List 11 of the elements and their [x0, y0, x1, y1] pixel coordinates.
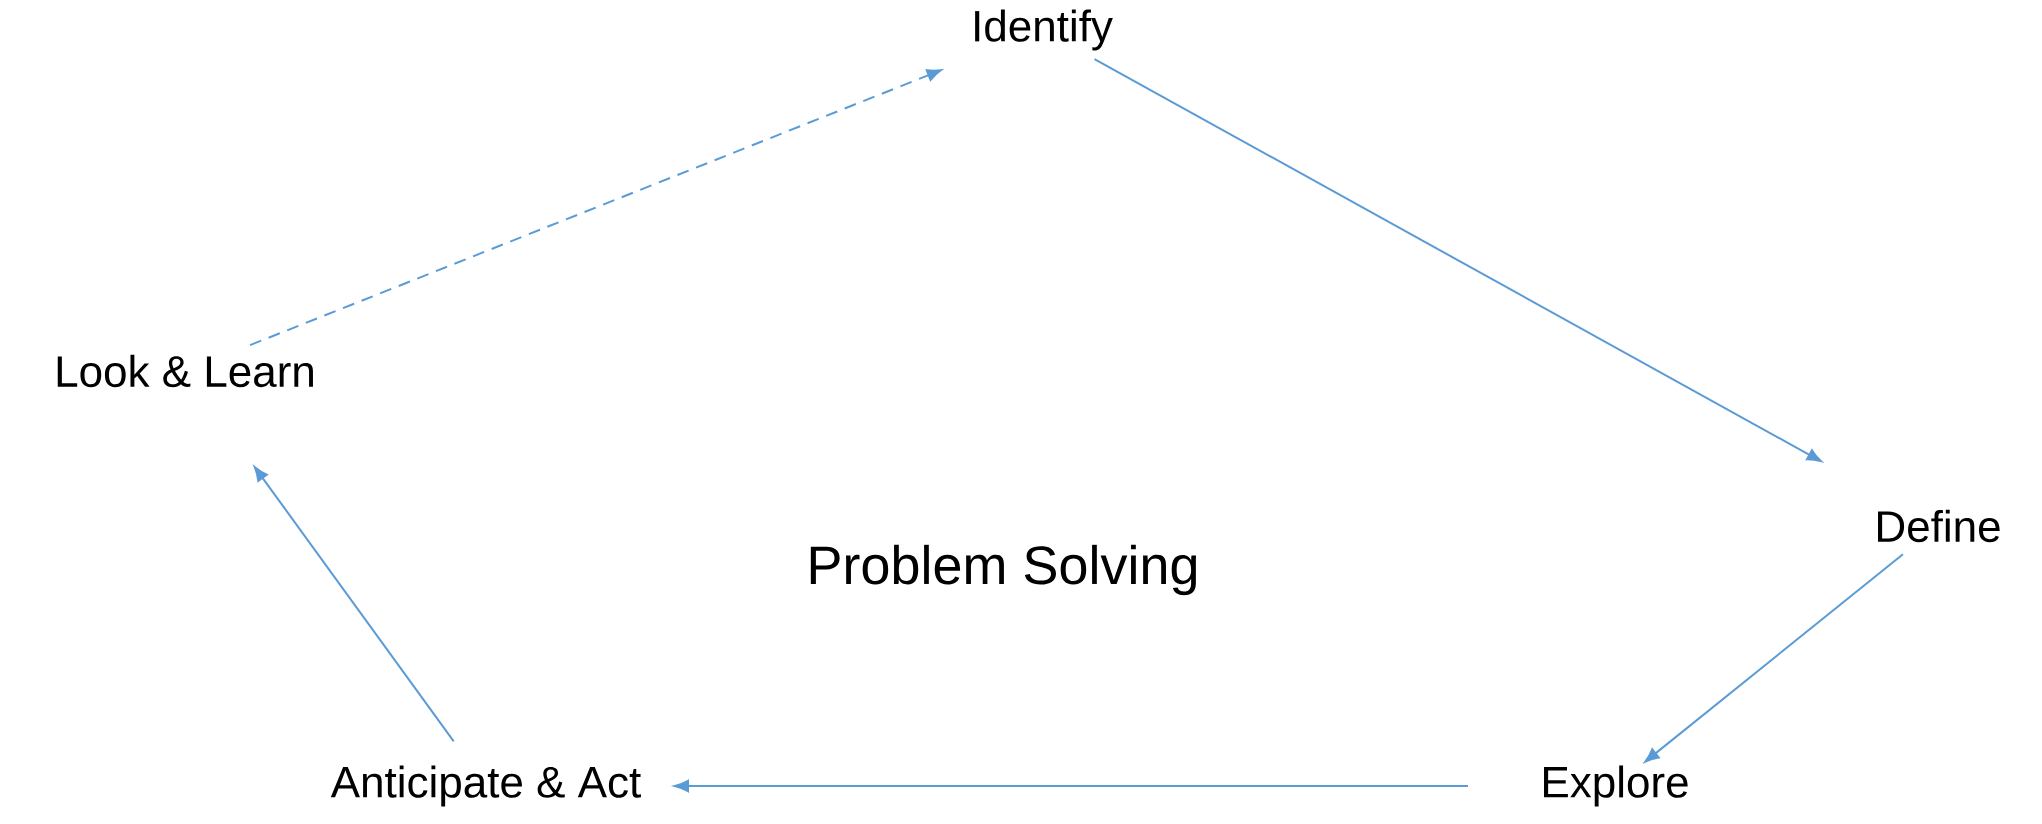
arrow: [253, 466, 455, 743]
arrow: [674, 779, 1469, 793]
step-label: Look & Learn: [57, 354, 313, 388]
step-label: Anticipate & Act: [330, 765, 641, 807]
step-label: Identify: [975, 9, 1113, 51]
arrow: [1093, 58, 1822, 463]
title: Problem Solving: [810, 544, 1196, 596]
arrow: [249, 69, 942, 347]
step-label: Explore: [1544, 765, 1688, 807]
arrow: [1644, 553, 1904, 763]
step-label: Define: [1878, 509, 2000, 543]
